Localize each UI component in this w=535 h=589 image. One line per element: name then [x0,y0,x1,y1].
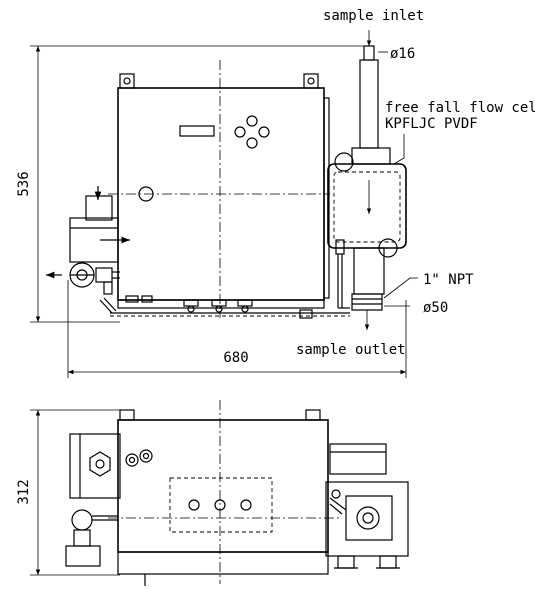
dimension-height-front: 536 [16,45,370,323]
dimension-width-front: 680 [67,280,407,378]
mounting-lug-left [119,73,135,89]
sample-inlet-label: sample inlet [323,8,424,24]
top-left-unit [65,433,121,567]
diameter-16-label: ø16 [390,46,415,62]
height-front-label: 536 [16,171,32,196]
sample-inlet-pipe [359,30,379,214]
width-front-label: 680 [223,350,248,366]
keypad-icon [234,115,270,149]
dimension-height-top: 312 [16,409,120,576]
sample-outlet-label: sample outlet [296,342,406,358]
display-window [179,125,215,137]
left-side-unit [46,186,130,314]
npt-label: 1" NPT [423,272,474,288]
mounting-lug-right [303,73,319,89]
top-view: 312 [16,400,409,586]
flow-cell-model-label: KPFLJC PVDF [385,116,478,132]
side-port [138,186,154,202]
outlet-fitting [351,293,383,311]
top-right-unit [325,443,409,569]
height-top-label: 312 [16,479,32,504]
flow-cell-label: free fall flow cell [385,100,535,116]
front-view: 536 680 [16,8,535,378]
flow-cell [327,147,407,330]
diameter-50-label: ø50 [423,300,448,316]
